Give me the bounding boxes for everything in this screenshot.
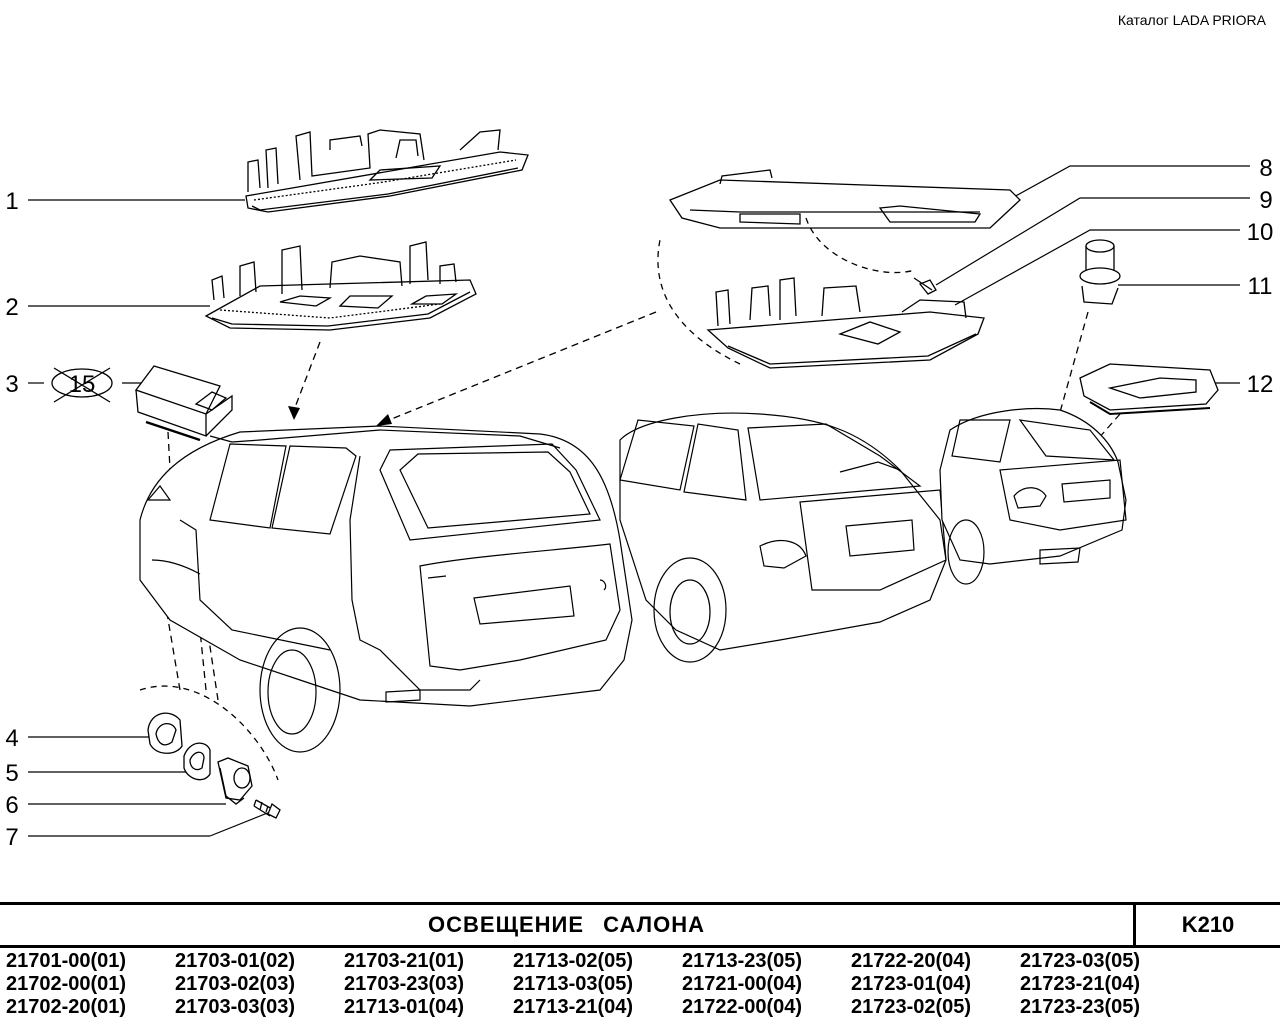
part-10-lamp-housing: [706, 277, 985, 369]
part-7-screw: [253, 799, 281, 819]
catalog-title: Каталог LADA PRIORA: [1117, 12, 1266, 28]
model-codes: 21701-00(01) 21702-00(01) 21702-20(01) 2…: [6, 950, 1276, 1019]
part-5-seal: [183, 742, 211, 781]
callout-8: 8: [1259, 155, 1272, 182]
callout-12: 12: [1247, 371, 1274, 398]
section-code: K210: [1181, 912, 1235, 937]
model-code: 21723-01(04): [851, 973, 972, 995]
model-code: 21703-02(03): [175, 973, 296, 995]
model-code: 21703-21(01): [344, 950, 465, 972]
screw-9: [913, 277, 937, 295]
model-code: 21703-01(02): [175, 950, 296, 972]
part-2-ceiling-lamp: [204, 241, 477, 331]
footer-table: ОСВЕЩЕНИЕ САЛОНА K210 21701-00(01) 21702…: [0, 902, 1280, 1024]
dashed-arrow-9: [805, 217, 916, 274]
part-12-lamp-housing: [1079, 363, 1219, 416]
part-8-lamp-cover: [669, 169, 1021, 229]
callout-1: 1: [5, 188, 18, 215]
callout-9: 9: [1259, 187, 1272, 214]
part-4-seal: [147, 712, 183, 754]
dashed-arc-top: [657, 239, 741, 365]
part-11-lamp: [1079, 239, 1121, 305]
car-wagon: [139, 425, 633, 753]
divider: [1133, 905, 1136, 945]
model-code: 21702-00(01): [6, 973, 127, 995]
model-code: 21723-21(04): [1020, 973, 1141, 995]
callout-6: 6: [5, 792, 18, 819]
callout-11: 11: [1248, 273, 1273, 300]
footer-title-row: ОСВЕЩЕНИЕ САЛОНА K210: [0, 905, 1280, 948]
model-code: 21713-01(04): [344, 996, 465, 1018]
parts-diagram: 1 2 3 4 5 6 7 8 9 10 11 12 15: [5, 129, 1274, 851]
model-code: 21722-00(04): [682, 996, 803, 1018]
car-sedan: [939, 408, 1127, 585]
callout-3: 3: [5, 371, 18, 398]
model-code: 21723-03(05): [1020, 950, 1141, 972]
model-code: 21713-21(04): [513, 996, 634, 1018]
part-3-relay-module: [134, 365, 233, 442]
model-code: 21701-00(01): [6, 950, 127, 972]
model-code: 21713-23(05): [682, 950, 803, 972]
part-1-ceiling-lamp: [245, 129, 529, 213]
callout-5: 5: [5, 760, 18, 787]
leader-lines: [28, 165, 1250, 837]
callout-2: 2: [5, 294, 18, 321]
dashed-arc-bottom: [139, 685, 279, 781]
model-code: 21713-03(05): [513, 973, 634, 995]
part-6-switch: [217, 757, 253, 805]
callout-10: 10: [1247, 219, 1274, 246]
model-code: 21721-00(04): [682, 973, 803, 995]
model-code: 21703-03(03): [175, 996, 296, 1018]
model-code: 21723-02(05): [851, 996, 972, 1018]
car-hatchback: [619, 412, 947, 663]
model-code: 21702-20(01): [6, 996, 127, 1018]
model-code: 21703-23(03): [344, 973, 465, 995]
section-title: ОСВЕЩЕНИЕ САЛОНА: [428, 912, 705, 937]
model-code: 21722-20(04): [851, 950, 972, 972]
model-code: 21713-02(05): [513, 950, 634, 972]
callout-15-crossed-out: 15: [51, 367, 113, 403]
callout-4: 4: [5, 725, 18, 752]
model-code: 21723-23(05): [1020, 996, 1141, 1018]
callout-7: 7: [5, 824, 18, 851]
